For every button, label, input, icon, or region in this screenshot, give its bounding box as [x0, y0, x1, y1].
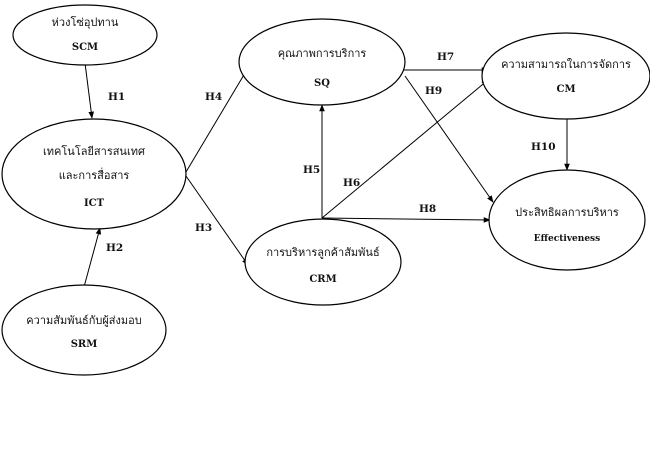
arrow-scm-ict — [84, 62, 94, 119]
node-cm-abbr: CM — [556, 84, 575, 95]
node-ict-label-line1: เทคโนโลยีสารสนเทศ — [43, 144, 145, 158]
node-cm: ความสามารถในการจัดการ CM — [481, 32, 650, 120]
node-scm: ห่วงโซ่อุปทาน SCM — [12, 4, 158, 66]
hypothesis-h8: H8 — [419, 203, 436, 215]
node-crm: การบริหารลูกค้าสัมพันธ์ CRM — [244, 218, 402, 306]
hypothesis-h4: H4 — [205, 91, 222, 103]
node-effectiveness-abbr: Effectiveness — [534, 234, 600, 244]
node-effectiveness: ประสิทธิผลการบริหาร Effectiveness — [488, 169, 646, 271]
node-cm-label: ความสามารถในการจัดการ — [501, 58, 631, 71]
node-sq-label: คุณภาพการบริการ — [278, 47, 367, 60]
hypothesis-h1: H1 — [108, 91, 125, 103]
hypothesis-h2: H2 — [106, 242, 123, 254]
hypothesis-h7: H7 — [437, 51, 454, 63]
node-sq-abbr: SQ — [314, 78, 330, 89]
node-srm: ความสัมพันธ์กับผู้ส่งมอบ SRM — [1, 284, 167, 376]
node-ict-label-line2: และการสื่อสาร — [59, 167, 130, 182]
arrow-sq-eff — [404, 75, 494, 203]
node-scm-abbr: SCM — [72, 42, 98, 53]
node-scm-label: ห่วงโซ่อุปทาน — [52, 15, 119, 29]
node-sq: คุณภาพการบริการ SQ — [238, 18, 406, 106]
node-crm-abbr: CRM — [309, 274, 336, 285]
hypothesis-h6: H6 — [343, 177, 360, 189]
hypothesis-h10: H10 — [531, 141, 556, 153]
node-effectiveness-label: ประสิทธิผลการบริหาร — [515, 206, 619, 219]
arrow-srm-ict — [83, 227, 102, 288]
node-crm-label: การบริหารลูกค้าสัมพันธ์ — [266, 246, 379, 259]
arrow-crm-eff — [321, 217, 491, 223]
node-srm-label: ความสัมพันธ์กับผู้ส่งมอบ — [26, 314, 141, 327]
connectors — [83, 62, 570, 288]
node-srm-abbr: SRM — [71, 339, 98, 350]
node-ict: เทคโนโลยีสารสนเทศ และการสื่อสาร ICT — [1, 118, 187, 230]
node-ict-abbr: ICT — [84, 198, 105, 209]
arrow-ict-sq — [185, 67, 249, 173]
hypothesis-h3: H3 — [195, 222, 212, 234]
hypothesis-labels: H1 H2 H3 H4 H5 H6 H7 H8 H9 H10 — [106, 51, 556, 254]
hypothesis-h5: H5 — [303, 164, 320, 176]
arrow-ict-crm — [185, 175, 249, 266]
arrow-crm-cm — [321, 79, 489, 219]
hypothesis-h9: H9 — [425, 85, 442, 97]
